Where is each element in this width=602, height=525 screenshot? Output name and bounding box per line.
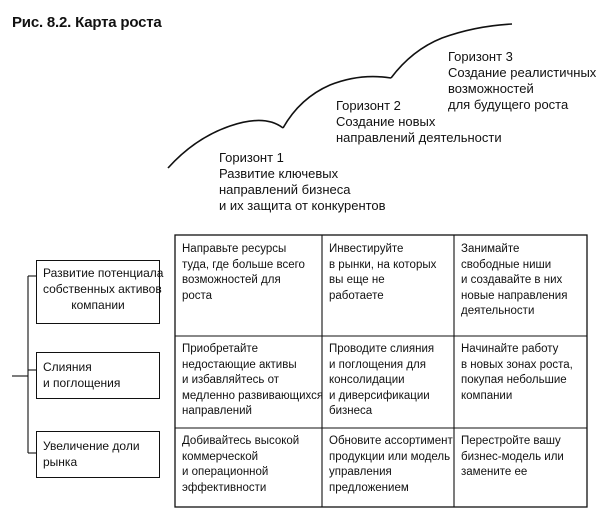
- horizon-1: Горизонт 1 Развитие ключевых направлений…: [219, 150, 386, 214]
- matrix-cell-r2-c2: Проводите слияния и поглощения для консо…: [323, 338, 454, 428]
- horizon-2: Горизонт 2 Создание новых направлений де…: [336, 98, 502, 146]
- cell-line: и создавайте в них: [461, 274, 563, 286]
- horizon-1-line: Развитие ключевых: [219, 166, 339, 181]
- cell-line: Добивайтесь высокой: [182, 435, 300, 447]
- horizon-3-line: возможностей: [448, 81, 534, 96]
- row-label-line: собственных активов: [43, 282, 162, 296]
- cell-line: и операционной: [182, 466, 269, 478]
- horizon-3-arc: [390, 23, 513, 79]
- cell-line: Начинайте работу: [461, 343, 559, 355]
- cell-line: бизнеса: [329, 405, 373, 417]
- cell-line: замените ее: [461, 466, 528, 478]
- matrix-cell-r3-c2: Обновите ассортимент продукции или модел…: [323, 430, 454, 507]
- cell-line: роста: [182, 289, 213, 302]
- horizon-2-arc: [282, 75, 392, 129]
- horizon-1-line: и их защита от конкурентов: [219, 198, 386, 213]
- matrix-cell-r3-c1: Добивайтесь высокой коммерческой и опера…: [176, 430, 322, 507]
- cell-line: компании: [461, 389, 513, 402]
- cell-line: управления: [329, 466, 392, 478]
- horizon-1-arc: [167, 119, 284, 169]
- horizon-3: Горизонт 3 Создание реалистичных возможн…: [448, 49, 596, 113]
- cell-line: направлений: [182, 405, 252, 417]
- cell-line: вы еще не: [329, 274, 385, 286]
- cell-line: Приобретайте: [182, 343, 258, 355]
- matrix-cell-r1-c2: Инвестируйте в рынки, на которых вы еще …: [323, 238, 454, 336]
- cell-line: бизнес-модель или: [461, 450, 564, 463]
- matrix-cell-r2-c3: Начинайте работу в новых зонах роста, по…: [455, 338, 586, 428]
- horizon-1-line: направлений бизнеса: [219, 182, 351, 197]
- row-label-line: Слияния: [43, 360, 92, 374]
- cell-line: коммерческой: [182, 450, 259, 463]
- cell-line: в рынки, на которых: [329, 258, 437, 271]
- horizon-2-line: направлений деятельности: [336, 130, 502, 145]
- horizon-2-line: Создание новых: [336, 114, 436, 129]
- row-label-line: Увеличение доли: [43, 439, 140, 453]
- cell-line: и избавляйтесь от: [182, 374, 279, 386]
- cell-line: покупая небольшие: [461, 374, 567, 386]
- cell-line: Обновите ассортимент: [329, 435, 453, 447]
- cell-line: новые направления: [461, 289, 568, 302]
- horizon-3-line: для будущего роста: [448, 97, 569, 112]
- cell-line: консолидации: [329, 374, 405, 386]
- cell-line: возможностей для: [182, 274, 281, 286]
- cell-line: и поглощения для: [329, 358, 426, 371]
- row-label-3: Увеличение доли рынка: [36, 431, 160, 478]
- cell-line: туда, где больше всего: [182, 258, 305, 271]
- row-label-line: Развитие потенциала: [43, 266, 164, 280]
- row-label-line: компании: [71, 298, 125, 312]
- matrix-cell-r1-c3: Занимайте свободные ниши и создавайте в …: [455, 238, 586, 336]
- cell-line: Проводите слияния: [329, 343, 435, 355]
- cell-line: недостающие активы: [182, 358, 297, 371]
- matrix-border: [174, 234, 588, 508]
- cell-line: деятельности: [461, 305, 535, 317]
- figure-title: Рис. 8.2. Карта роста: [12, 14, 162, 31]
- matrix-cell-r1-c1: Направьте ресурсы туда, где больше всего…: [176, 238, 322, 336]
- cell-line: в новых зонах роста,: [461, 358, 573, 371]
- row-label-2: Слияния и поглощения: [36, 352, 160, 399]
- matrix-cell-r2-c1: Приобретайте недостающие активы и избавл…: [176, 338, 324, 428]
- cell-line: медленно развивающихся: [182, 389, 324, 402]
- cell-line: работаете: [329, 289, 384, 302]
- row-label-line: рынка: [43, 455, 78, 469]
- cell-line: свободные ниши: [461, 258, 552, 271]
- cell-line: Направьте ресурсы: [182, 243, 287, 255]
- cell-line: продукции или модель: [329, 450, 451, 463]
- cell-line: эффективности: [182, 481, 267, 494]
- cell-line: Занимайте: [461, 243, 520, 255]
- row-label-1: Развитие потенциала собственных активов …: [36, 260, 164, 324]
- cell-line: Инвестируйте: [329, 243, 404, 255]
- matrix-cell-r3-c3: Перестройте вашу бизнес-модель или замен…: [455, 430, 586, 507]
- horizon-3-line: Создание реалистичных: [448, 65, 597, 80]
- horizon-1-heading: Горизонт 1: [219, 150, 284, 165]
- horizon-2-heading: Горизонт 2: [336, 98, 401, 113]
- horizon-3-heading: Горизонт 3: [448, 49, 513, 64]
- cell-line: и диверсификации: [329, 389, 430, 402]
- row-label-line: и поглощения: [43, 376, 121, 390]
- cell-line: предложением: [329, 481, 409, 494]
- cell-line: Перестройте вашу: [461, 435, 561, 447]
